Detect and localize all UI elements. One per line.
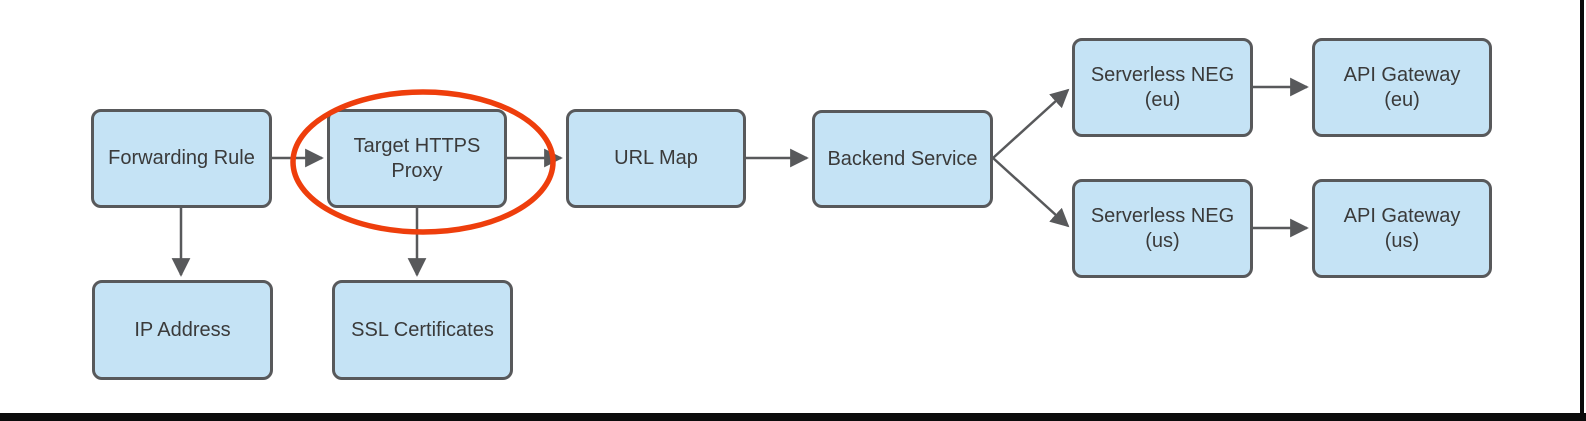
node-url-map: URL Map: [566, 109, 746, 208]
node-api-gateway-eu: API Gateway (eu): [1312, 38, 1492, 137]
node-serverless-neg-eu: Serverless NEG (eu): [1072, 38, 1253, 137]
node-label: URL Map: [614, 147, 698, 169]
edge-backend-service-to-serverless-neg-us: [992, 157, 1070, 228]
node-serverless-neg-us: Serverless NEG (us): [1072, 179, 1253, 278]
node-label: Serverless NEG (eu): [1090, 63, 1235, 111]
node-label: SSL Certificates: [351, 318, 494, 341]
node-label: API Gateway (eu): [1343, 63, 1461, 111]
node-ssl-certificates: SSL Certificates: [332, 280, 513, 380]
node-label: IP Address: [134, 318, 231, 341]
node-label: Target HTTPS Proxy: [353, 134, 481, 182]
right-border-line: [1580, 0, 1584, 421]
node-ip-address: IP Address: [92, 280, 273, 380]
bottom-border-line: [0, 413, 1586, 421]
node-label: Serverless NEG (us): [1090, 204, 1235, 252]
node-target-https-proxy: Target HTTPS Proxy: [327, 109, 507, 208]
node-backend-service: Backend Service: [812, 110, 993, 208]
edge-backend-service-to-serverless-neg-eu: [992, 88, 1070, 159]
node-label: Backend Service: [827, 147, 978, 170]
node-forwarding-rule: Forwarding Rule: [91, 109, 272, 208]
node-label: API Gateway (us): [1343, 204, 1461, 252]
node-api-gateway-us: API Gateway (us): [1312, 179, 1492, 278]
node-label: Forwarding Rule: [108, 147, 255, 169]
